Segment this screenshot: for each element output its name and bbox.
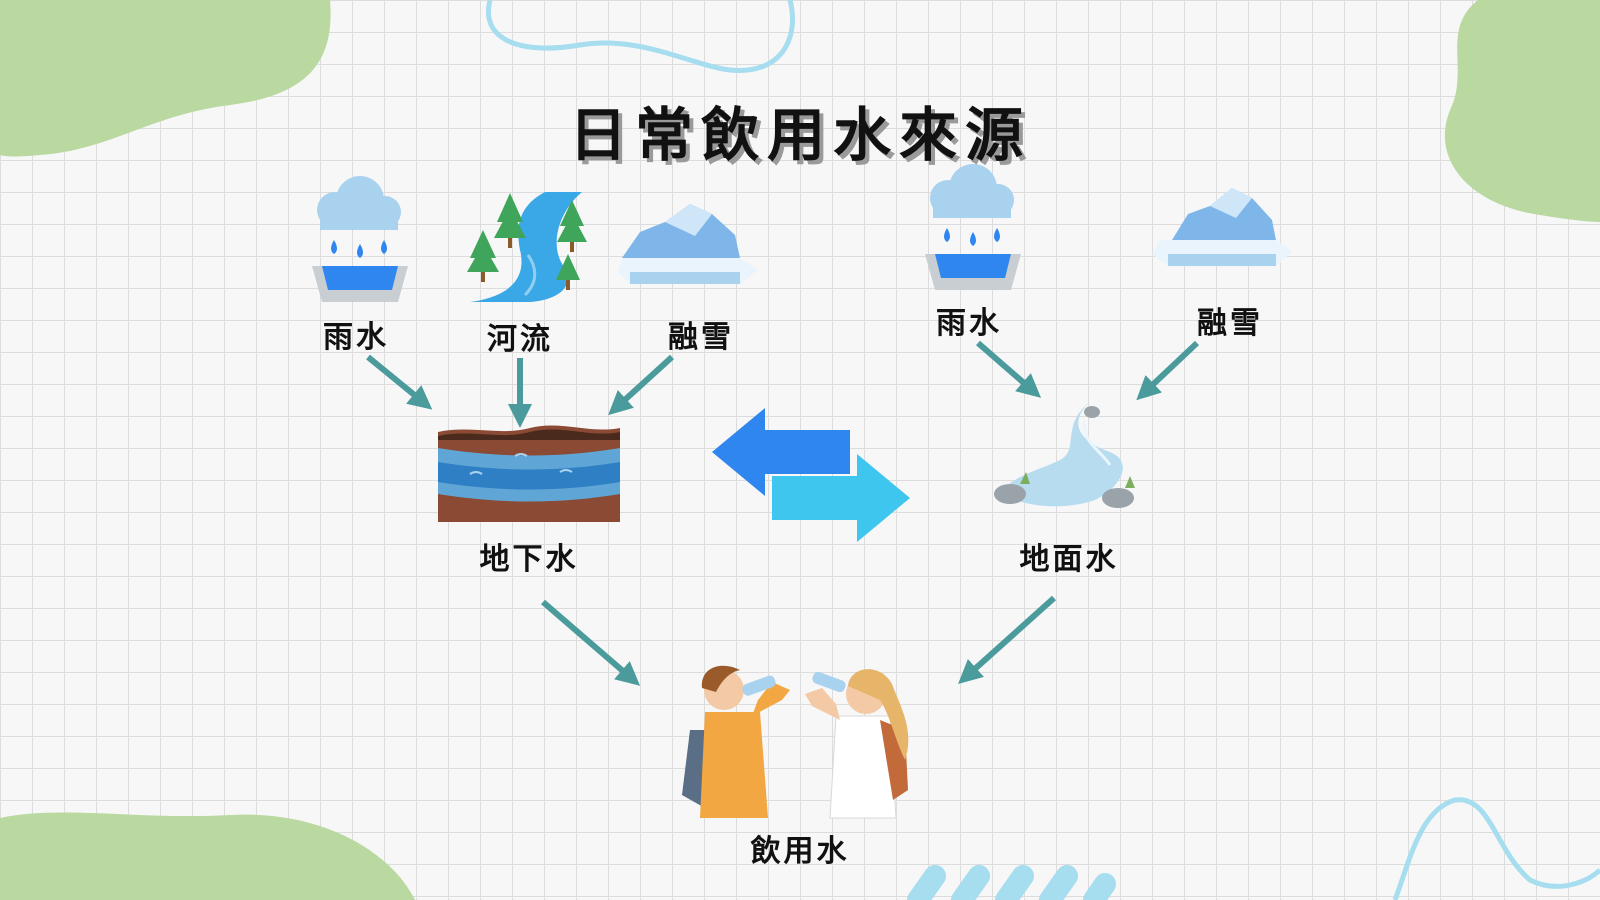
decor-blob-bottom-left [0, 812, 415, 900]
ice-icon-right [1152, 188, 1292, 266]
groundwater-icon [438, 425, 620, 522]
rain-icon-right [925, 164, 1021, 290]
label-snow-right: 融雪 [1197, 306, 1263, 341]
label-river: 河流 [487, 322, 553, 357]
arrow-snow-to-surface [1136, 340, 1200, 401]
decor-stripes-bottom [907, 865, 1116, 900]
label-drinking-water: 飲用水 [750, 834, 850, 869]
decor-squiggle-top [486, 0, 795, 73]
exchange-arrow-left [712, 408, 850, 496]
arrow-snow-to-groundwater [608, 354, 675, 416]
page-title: 日常飲用水來源 [568, 101, 1031, 169]
label-surface-water: 地面水 [1019, 542, 1119, 577]
arrow-groundwater-to-drinking [541, 599, 641, 686]
rain-icon-left [312, 176, 408, 302]
ice-icon-left [618, 204, 758, 284]
decor-squiggle-bottom-right [1392, 797, 1600, 900]
surface-water-icon [994, 402, 1135, 508]
label-rain-right: 雨水 [936, 306, 1002, 341]
label-rain-left: 雨水 [323, 320, 389, 355]
arrow-rain-to-groundwater [366, 354, 433, 410]
label-snow-left: 融雪 [668, 320, 734, 355]
label-groundwater: 地下水 [479, 542, 579, 577]
people-drinking-icon [682, 665, 909, 819]
river-icon [467, 192, 587, 302]
exchange-arrow-right [772, 454, 910, 542]
arrow-surface-to-drinking [958, 595, 1057, 685]
flow-arrows [366, 340, 1200, 686]
decor-blob-top-left [0, 0, 331, 157]
decor-blob-top-right [1444, 0, 1600, 222]
arrow-rain-to-surface [976, 340, 1042, 398]
